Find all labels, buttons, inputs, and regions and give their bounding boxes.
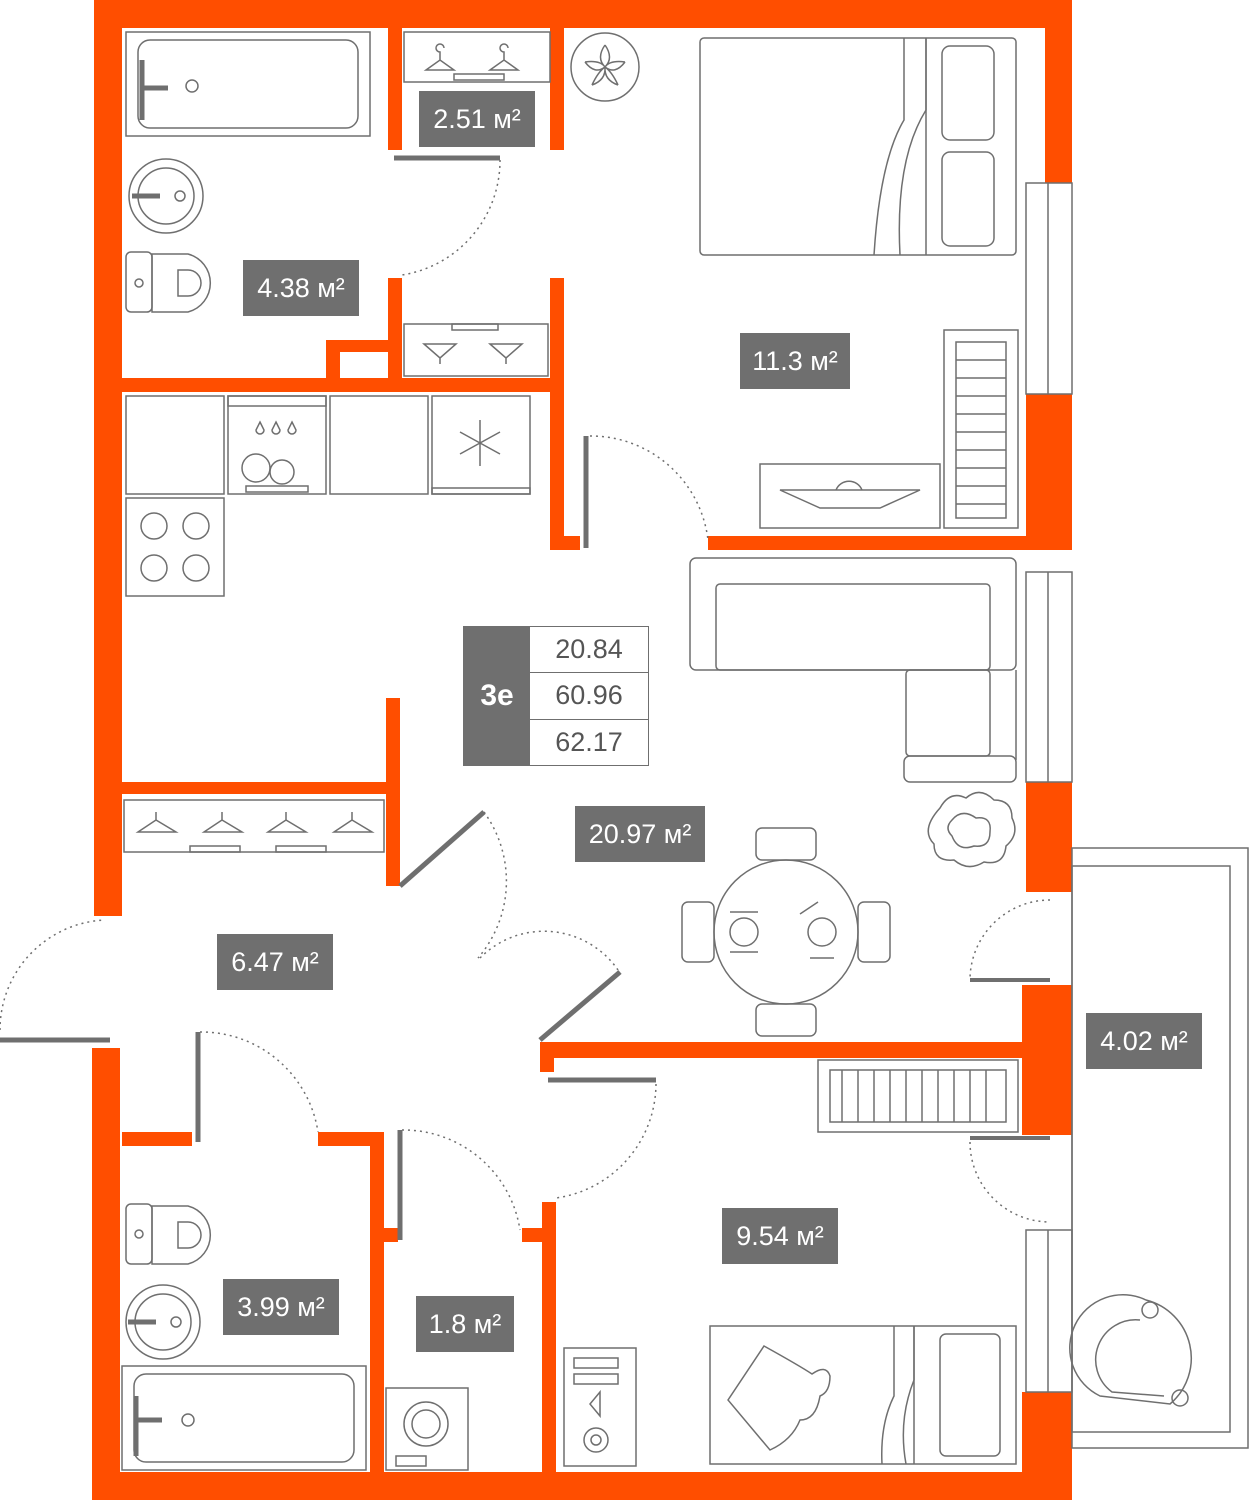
room-area-bedroom-small: 9.54 м² <box>722 1208 838 1264</box>
radiator-icon <box>943 329 1019 529</box>
bathtub-icon <box>121 1365 367 1471</box>
sink-icon <box>128 158 204 234</box>
room-area-living-kitchen: 20.97 м² <box>575 806 705 862</box>
area-with-balcony: 62.17 <box>555 726 623 757</box>
toilet-icon <box>125 251 212 313</box>
bed-icon <box>709 1325 1017 1465</box>
room-area-bedroom: 11.3 м² <box>740 333 850 389</box>
room-area-bathroom-top: 4.38 м² <box>243 260 359 316</box>
room-area-storage: 1.8 м² <box>416 1296 514 1352</box>
toilet-icon <box>125 1203 212 1265</box>
windows <box>1025 182 1073 1393</box>
bed-icon <box>699 37 1017 256</box>
washing-machine-icon <box>385 1387 469 1471</box>
wardrobe-icon <box>403 31 551 377</box>
walls <box>92 0 1072 1500</box>
sofa-icon <box>689 557 1017 783</box>
room-area-wardrobe: 2.51 м² <box>419 91 535 147</box>
dishwasher-icon <box>227 395 327 493</box>
plant-icon <box>927 791 1016 868</box>
fridge-icon <box>431 395 531 495</box>
balcony <box>969 847 1249 1449</box>
total-area: 60.96 <box>530 673 648 720</box>
armchair-icon <box>1069 1294 1192 1407</box>
desk-icon <box>563 1347 637 1467</box>
bathtub-icon <box>125 31 371 137</box>
dining-table-icon <box>681 827 891 1037</box>
radiator-icon <box>817 1059 1019 1133</box>
apartment-summary: 3e 20.84 60.96 62.17 <box>463 626 649 766</box>
room-area-hallway: 6.47 м² <box>217 934 333 990</box>
wardrobe-icon <box>123 799 385 853</box>
living-area: 20.84 <box>530 627 648 674</box>
plant-icon <box>570 32 640 102</box>
kitchen-cabinets <box>125 395 429 597</box>
tv-stand-icon <box>759 463 941 529</box>
room-area-balcony: 4.02 м² <box>1086 1013 1202 1069</box>
room-area-bathroom-bottom: 3.99 м² <box>223 1279 339 1335</box>
doors <box>0 155 709 1240</box>
apartment-code: 3e <box>464 627 530 765</box>
sink-icon <box>125 1284 201 1360</box>
